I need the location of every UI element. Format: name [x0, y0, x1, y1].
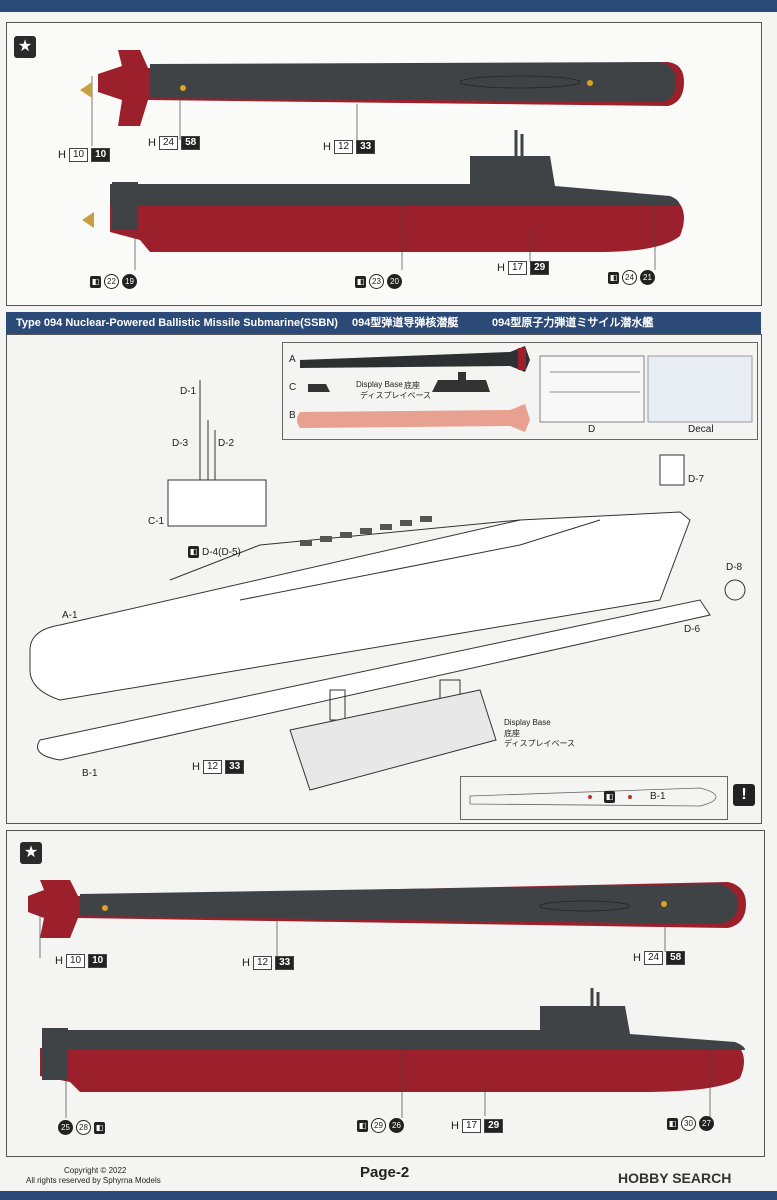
copyright: Copyright © 2022 All rights reserved by …: [26, 1166, 161, 1185]
decal-icon: ◧: [608, 271, 619, 284]
star-icon: ★: [14, 36, 36, 58]
sprue-b: [297, 404, 530, 432]
decal-ref-30-27: ◧ 30 27: [667, 1116, 714, 1131]
label-b1: B-1: [82, 768, 98, 779]
decal-icon: ◧: [357, 1119, 368, 1132]
sprue-a: [300, 346, 530, 372]
warning-icon: !: [733, 784, 755, 806]
label-d1: D-1: [180, 386, 197, 397]
part-ref-h12: H 12 33: [323, 140, 376, 154]
assembly-deck-detail: [300, 516, 432, 546]
legend-b: B: [289, 410, 296, 421]
label-c1: C-1: [148, 516, 165, 527]
watermark-logo: HOBBY SEARCH: [618, 1170, 732, 1186]
part-ref-h10-b: H 10 10: [55, 954, 108, 968]
decal-icon: ◧: [667, 1117, 678, 1130]
submarine-top-view-2: [28, 880, 746, 958]
legend-d: D: [588, 424, 596, 435]
legend-decal: Decal: [688, 424, 714, 435]
decal-icon: ◧: [188, 546, 199, 558]
legend-display-base-en: Display Base: [356, 380, 403, 389]
panel-assembly: [6, 334, 762, 824]
decal-icon: ◧: [94, 1121, 105, 1134]
star-icon: ★: [20, 842, 42, 864]
decal-ref-25-28: 25 28 ◧: [58, 1120, 105, 1135]
decal-ref-22-19: ◧ 22 19: [90, 274, 137, 289]
part-ref-base-h12: H 12 33: [192, 760, 245, 774]
decal-ref-24-21: ◧ 24 21: [608, 270, 655, 285]
decal-ref-29-26: ◧ 29 26: [357, 1118, 404, 1133]
page-number: Page-2: [360, 1164, 410, 1181]
label-d8: D-8: [726, 562, 743, 573]
part-ref-h12-b: H 12 33: [242, 956, 295, 970]
label-d4-d5: ◧ D-4(D-5): [188, 546, 241, 558]
banner-english: Type 094 Nuclear-Powered Ballistic Missi…: [16, 317, 338, 329]
panel-bottom: [6, 830, 765, 1157]
decal-icon: ◧: [90, 275, 101, 288]
decal-sheet: [647, 355, 753, 423]
b1-detail-hull: [469, 787, 717, 807]
decal-icon: ◧: [604, 791, 615, 803]
submarine-side-view-1: [82, 130, 684, 270]
legend-display-base-zh: 底座: [404, 381, 420, 390]
label-d3: D-3: [172, 438, 189, 449]
part-ref-h10: H 10 10: [58, 148, 111, 162]
part-ref-h24: H 24 58: [148, 136, 201, 150]
sprue-c: [308, 372, 490, 392]
legend-c: C: [289, 382, 297, 393]
banner-japanese: 094型原子力弾道ミサイル潜水艦: [492, 317, 654, 329]
display-base-en: Display Base: [504, 718, 551, 727]
decal-ref-23-20: ◧ 23 20: [355, 274, 402, 289]
part-ref-h17-b: H 17 29: [451, 1119, 504, 1133]
label-a1: A-1: [62, 610, 78, 621]
label-b1-detail: B-1: [650, 791, 666, 802]
bottom-stripe: [0, 1191, 777, 1200]
part-ref-h17: H 17 29: [497, 261, 550, 275]
submarine-top-view-1: [80, 50, 684, 146]
decal-icon: ◧: [355, 275, 366, 288]
legend-display-base-ja: ディスプレイベース: [360, 391, 432, 400]
parts-legend-box: [282, 342, 758, 440]
sprue-d: [539, 355, 645, 423]
display-base-ja: ディスプレイベース: [504, 739, 576, 748]
assembly-hull: [29, 380, 746, 791]
banner-chinese: 094型弹道导弹核潜艇: [352, 317, 459, 329]
title-banner: Type 094 Nuclear-Powered Ballistic Missi…: [6, 312, 761, 334]
part-ref-h24-b: H 24 58: [633, 951, 686, 965]
display-base-zh: 底座: [504, 729, 520, 738]
label-d7: D-7: [688, 474, 705, 485]
label-d2: D-2: [218, 438, 235, 449]
top-stripe: [0, 0, 777, 12]
legend-a: A: [289, 354, 296, 365]
submarine-side-view-2: [40, 988, 745, 1118]
label-d6: D-6: [684, 624, 701, 635]
b1-detail-box: [460, 776, 728, 820]
